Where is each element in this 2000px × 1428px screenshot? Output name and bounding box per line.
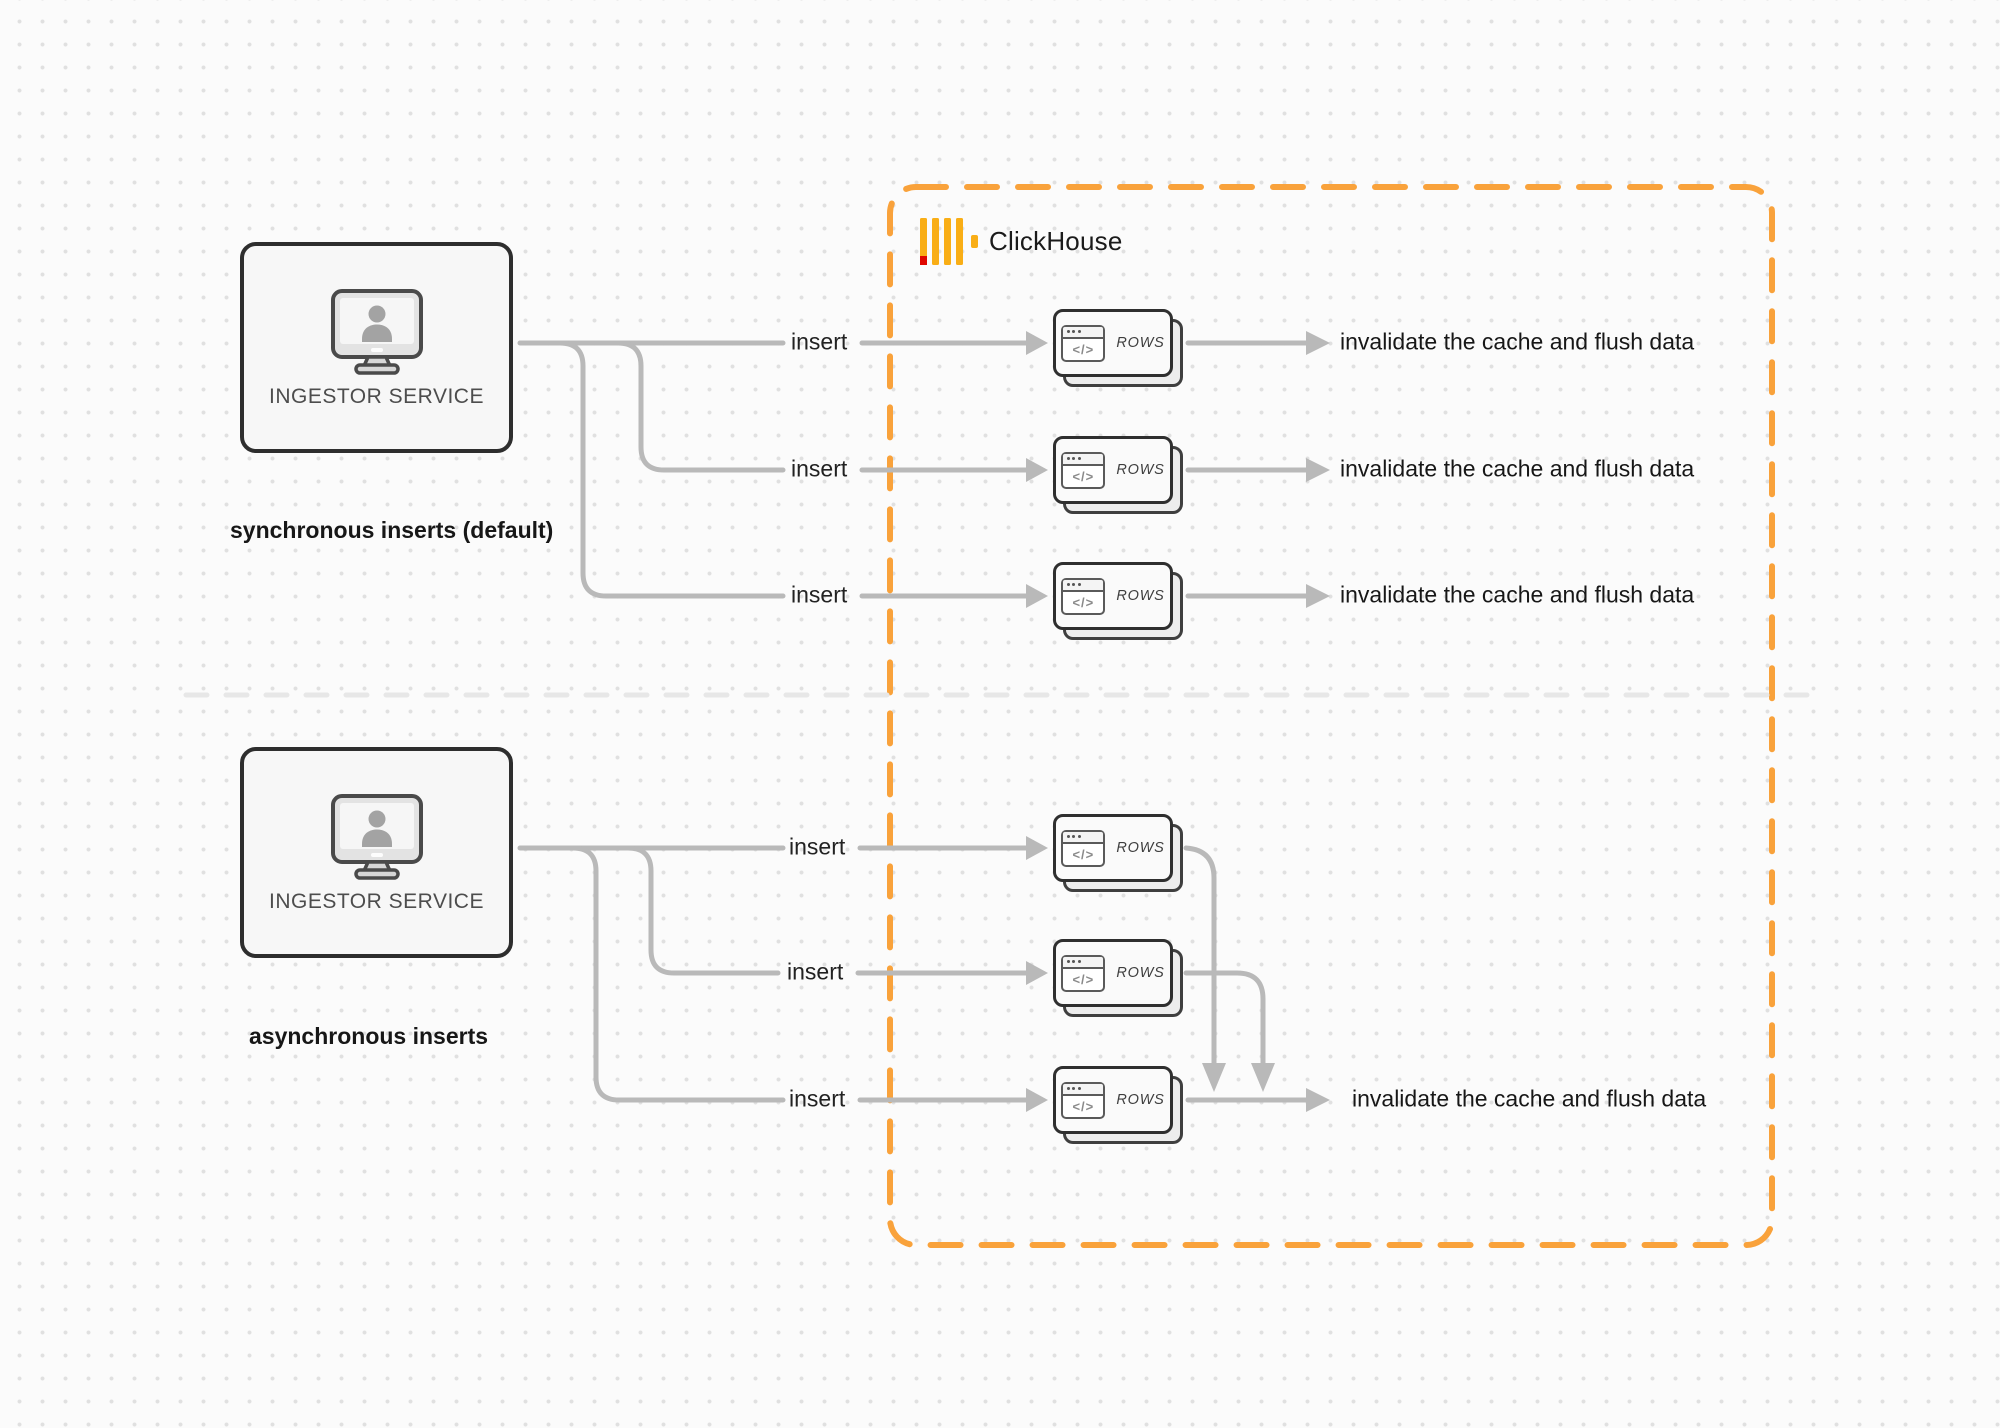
rows-card-front: </> ROWS (1053, 1066, 1173, 1134)
async-caption: asynchronous inserts (249, 1022, 489, 1049)
arrowhead (1026, 961, 1048, 985)
rows-card-front: </> ROWS (1053, 814, 1173, 882)
async-branch-row2 (625, 845, 781, 976)
result-label: invalidate the cache and flush data (1340, 328, 1695, 355)
rows-label: ROWS (1116, 840, 1165, 856)
arrowhead (1026, 584, 1048, 608)
rows-node: </> ROWS (1053, 939, 1185, 1019)
async-node1-down-line (1183, 845, 1217, 1067)
logo-bar (932, 218, 939, 265)
service-label: INGESTOR SERVICE (269, 384, 484, 408)
async-ingestor-service-node: INGESTOR SERVICE (240, 747, 513, 958)
logo-bar (956, 218, 963, 265)
async-branch-row3 (570, 845, 786, 1103)
arrowhead-down (1202, 1063, 1226, 1092)
arrowhead (1026, 458, 1048, 482)
sync-branch-row2 (615, 340, 786, 473)
rows-card-front: </> ROWS (1053, 436, 1173, 504)
arrowhead (1306, 584, 1330, 608)
sync-caption: synchronous inserts (default) (230, 516, 554, 543)
sync-ingestor-service-node: INGESTOR SERVICE (240, 242, 513, 453)
insert-label: insert (791, 328, 848, 355)
insert-label: insert (787, 958, 844, 985)
arrowhead (1306, 331, 1330, 355)
rows-card-front: </> ROWS (1053, 309, 1173, 377)
rows-node: </> ROWS (1053, 436, 1185, 516)
code-window-icon: </> (1061, 829, 1106, 867)
arrowhead (1306, 1088, 1330, 1112)
arrowhead (1026, 1088, 1048, 1112)
logo-bar (920, 218, 927, 265)
logo-bar (944, 218, 951, 265)
rows-label: ROWS (1116, 335, 1165, 351)
result-label: invalidate the cache and flush data (1340, 455, 1695, 482)
arrowheads (1026, 331, 1330, 1112)
code-window-icon: </> (1061, 451, 1106, 489)
arrowhead (1026, 331, 1048, 355)
rows-node: </> ROWS (1053, 562, 1185, 642)
clickhouse-boundary-box (887, 184, 1775, 1248)
insert-label: insert (789, 833, 846, 860)
user-workstation-icon (330, 793, 423, 880)
rows-label: ROWS (1116, 462, 1165, 478)
rows-label: ROWS (1116, 1092, 1165, 1108)
sync-connectors (517, 340, 1309, 599)
async-node2-down-line (1183, 970, 1266, 1067)
result-label: invalidate the cache and flush data (1340, 581, 1695, 608)
code-window-icon: </> (1061, 577, 1106, 615)
arrowhead-down (1251, 1063, 1275, 1092)
code-window-icon: </> (1061, 954, 1106, 992)
insert-label: insert (791, 581, 848, 608)
rows-card-front: </> ROWS (1053, 939, 1173, 1007)
arrowhead (1026, 836, 1048, 860)
insert-label: insert (791, 455, 848, 482)
rows-card-front: </> ROWS (1053, 562, 1173, 630)
result-label: invalidate the cache and flush data (1352, 1085, 1707, 1112)
user-workstation-icon (330, 288, 423, 375)
insert-label: insert (789, 1085, 846, 1112)
rows-label: ROWS (1116, 965, 1165, 981)
code-window-icon: </> (1061, 1081, 1106, 1119)
service-label: INGESTOR SERVICE (269, 889, 484, 913)
rows-label: ROWS (1116, 588, 1165, 604)
clickhouse-logo-icon (920, 218, 978, 265)
sync-branch-row3 (557, 340, 786, 599)
rows-node: </> ROWS (1053, 814, 1185, 894)
code-window-icon: </> (1061, 324, 1106, 362)
logo-dot (971, 235, 978, 248)
logo-red-accent (920, 256, 927, 265)
arrowhead (1306, 458, 1330, 482)
rows-node: </> ROWS (1053, 309, 1185, 389)
async-connectors (517, 845, 1309, 1103)
rows-node: </> ROWS (1053, 1066, 1185, 1146)
clickhouse-title: ClickHouse (989, 225, 1123, 256)
